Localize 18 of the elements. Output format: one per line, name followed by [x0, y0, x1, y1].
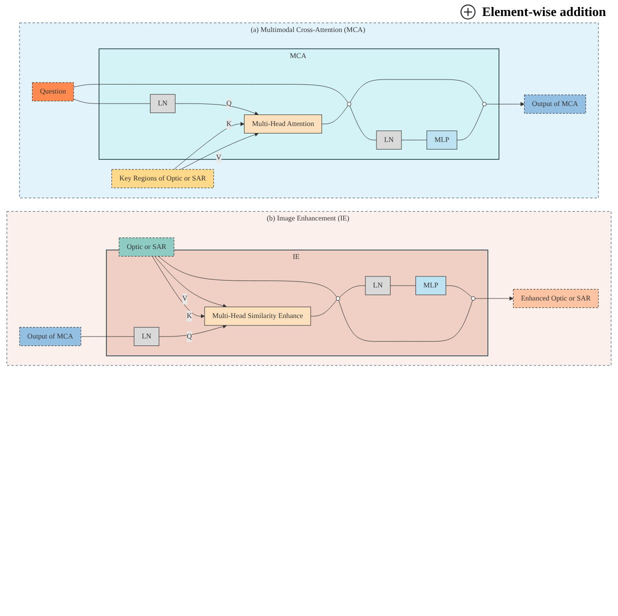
connector	[80, 336, 134, 337]
connector	[339, 285, 366, 298]
connector	[73, 84, 348, 103]
legend-text: Element-wise addition	[482, 4, 606, 20]
node-circle	[336, 296, 340, 301]
connector	[350, 106, 377, 140]
connector	[338, 300, 473, 342]
connector	[456, 106, 484, 140]
node-circle	[471, 296, 476, 301]
node-circle	[346, 102, 352, 106]
connector	[73, 98, 150, 104]
node-circle	[482, 102, 486, 106]
connector	[158, 256, 338, 298]
connector	[390, 285, 416, 286]
connector	[350, 79, 484, 103]
connector	[446, 285, 472, 298]
connector	[322, 105, 348, 124]
connector	[310, 300, 338, 316]
